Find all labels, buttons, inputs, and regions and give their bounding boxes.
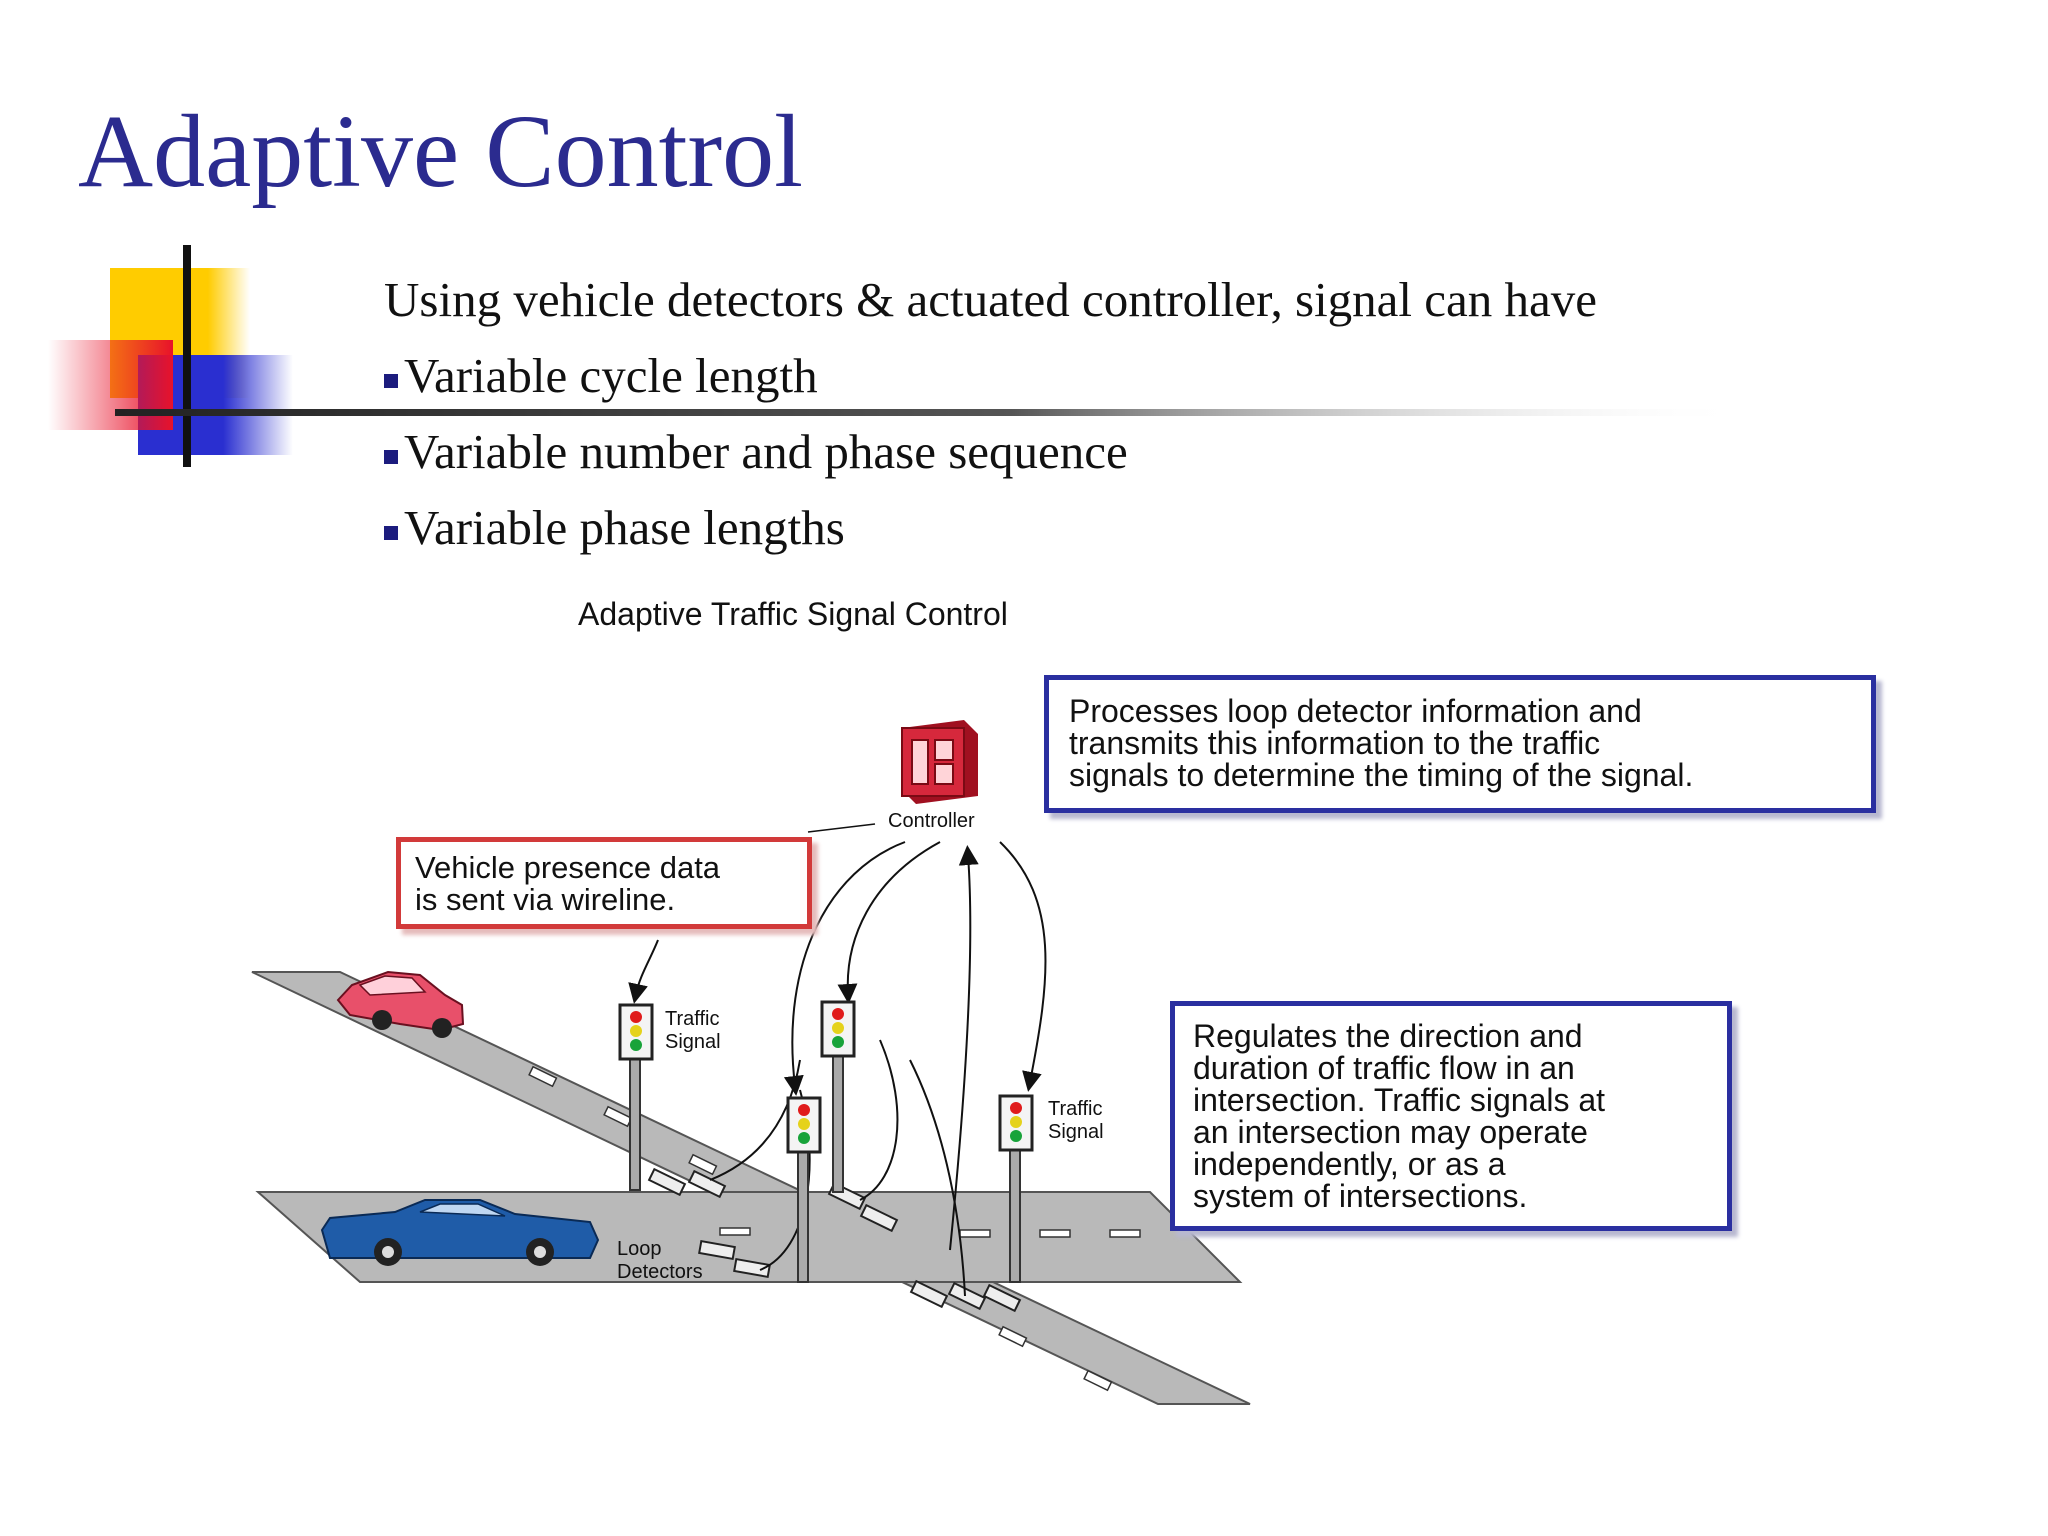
bullet-list: Using vehicle detectors & actuated contr…	[384, 262, 1597, 566]
corner-decoration	[48, 245, 293, 467]
diagonal-road	[251, 971, 1251, 1405]
bullet-item: Variable cycle length	[384, 338, 1597, 414]
controller-callout: Processes loop detector information and …	[1044, 675, 1876, 813]
traffic-signal-label: Traffic Signal	[1048, 1098, 1104, 1143]
intro-text: Using vehicle detectors & actuated contr…	[384, 272, 1598, 327]
bullet-text: Variable cycle length	[404, 348, 818, 403]
square-bullet-icon	[384, 450, 398, 464]
traffic-signal-icon	[998, 1094, 1034, 1283]
square-bullet-icon	[384, 374, 398, 388]
vehicle-data-callout: Vehicle presence data is sent via wireli…	[396, 837, 812, 929]
traffic-signal-icon	[820, 1000, 856, 1193]
traffic-signal-label: Traffic Signal	[665, 1008, 721, 1053]
controller-box-icon	[901, 720, 978, 804]
loop-detectors-label: Loop Detectors	[617, 1238, 703, 1283]
traffic-signal-icon	[618, 1003, 654, 1191]
square-bullet-icon	[384, 526, 398, 540]
controller-label: Controller	[888, 810, 975, 832]
red-car-icon	[336, 970, 465, 1038]
slide-title: Adaptive Control	[78, 94, 804, 209]
signal-callout: Regulates the direction and duration of …	[1170, 1001, 1732, 1231]
bullet-item: Variable number and phase sequence	[384, 414, 1597, 490]
blue-car-icon	[320, 1199, 600, 1266]
bullet-item: Variable phase lengths	[384, 490, 1597, 566]
bullet-text: Variable number and phase sequence	[404, 424, 1128, 479]
bullet-text: Variable phase lengths	[404, 500, 845, 555]
traffic-signal-icon	[786, 1096, 822, 1283]
diagram-title: Adaptive Traffic Signal Control	[578, 596, 1008, 632]
